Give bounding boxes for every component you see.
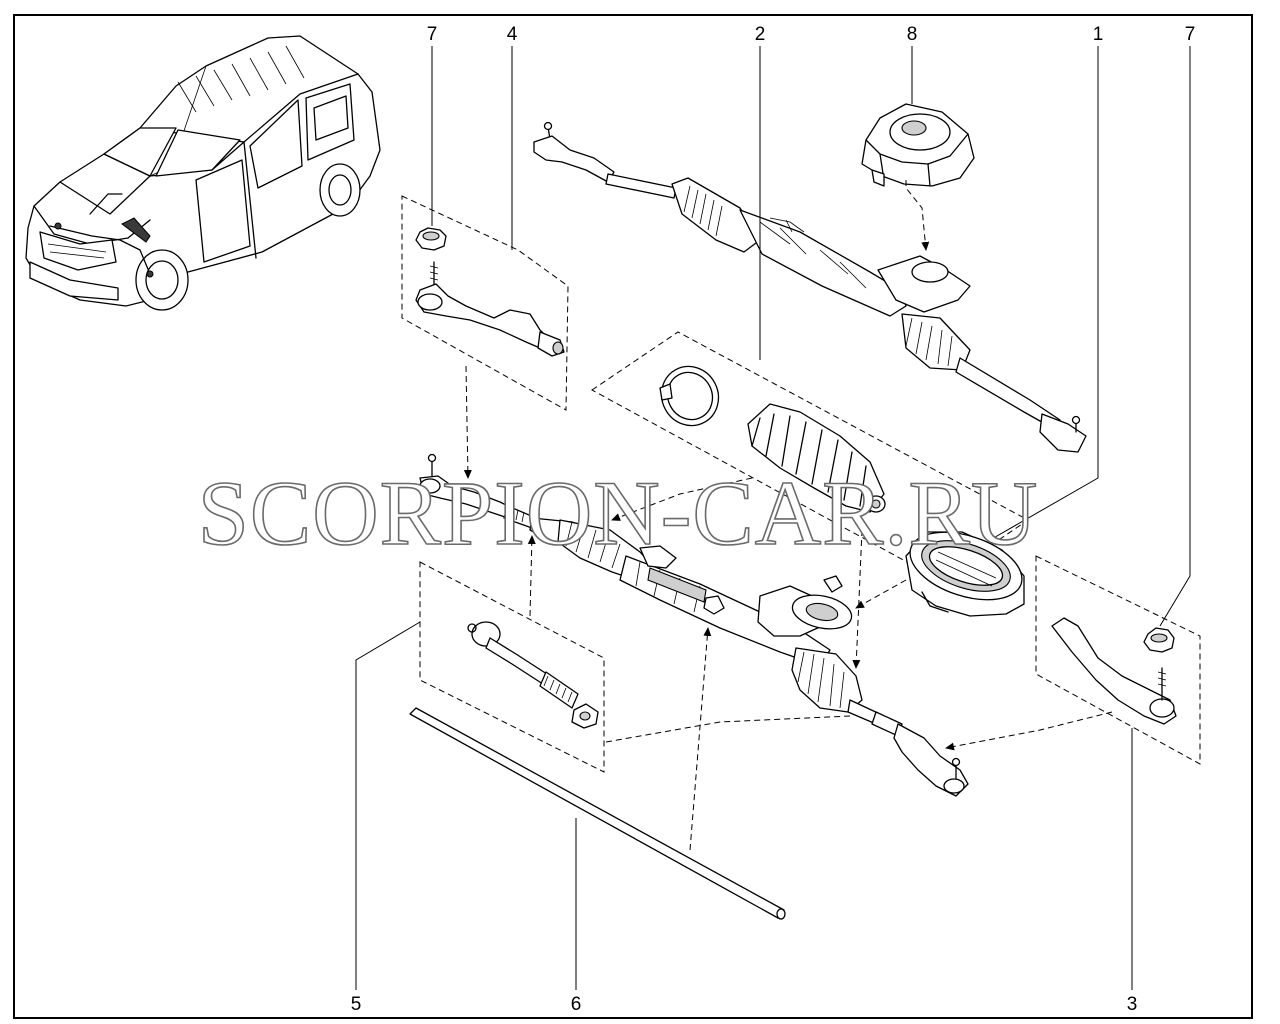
watermark-text: SCORPION-CAR.RU	[198, 462, 1039, 564]
callout-6: 6	[571, 994, 582, 1015]
callout-7-left: 7	[427, 24, 438, 45]
callout-7-right: 7	[1185, 24, 1196, 45]
assembly-arrows	[463, 180, 1113, 851]
vehicle-illustration	[25, 35, 381, 311]
callout-8: 8	[907, 24, 918, 45]
part-6-rod	[409, 707, 786, 920]
callout-labels: 7 4 2 8 1 7 5 6 3	[351, 24, 1196, 1015]
part-5-inner-tie-rod	[467, 621, 599, 729]
callout-4: 4	[507, 24, 518, 45]
part-7-nut-left	[415, 227, 447, 251]
callout-1: 1	[1093, 24, 1104, 45]
diagram-frame	[13, 14, 1253, 1019]
part-1-valve-housing	[905, 531, 1025, 617]
part-2-boot-and-clip	[659, 365, 886, 513]
main-rack-exploded	[529, 517, 969, 797]
callout-2: 2	[755, 24, 766, 45]
callout-3: 3	[1127, 994, 1138, 1015]
part-4-tie-rod-end	[415, 261, 565, 357]
part-3-tie-rod-end	[1051, 617, 1177, 725]
part-8-cover	[861, 103, 975, 187]
group-boxes	[401, 195, 1201, 773]
part-7-nut-right	[1143, 627, 1175, 653]
assembled-steering-rack	[533, 121, 1087, 453]
left-tie-rod-end-exploded	[419, 453, 537, 529]
leader-lines	[355, 46, 1191, 990]
callout-5: 5	[351, 994, 362, 1015]
